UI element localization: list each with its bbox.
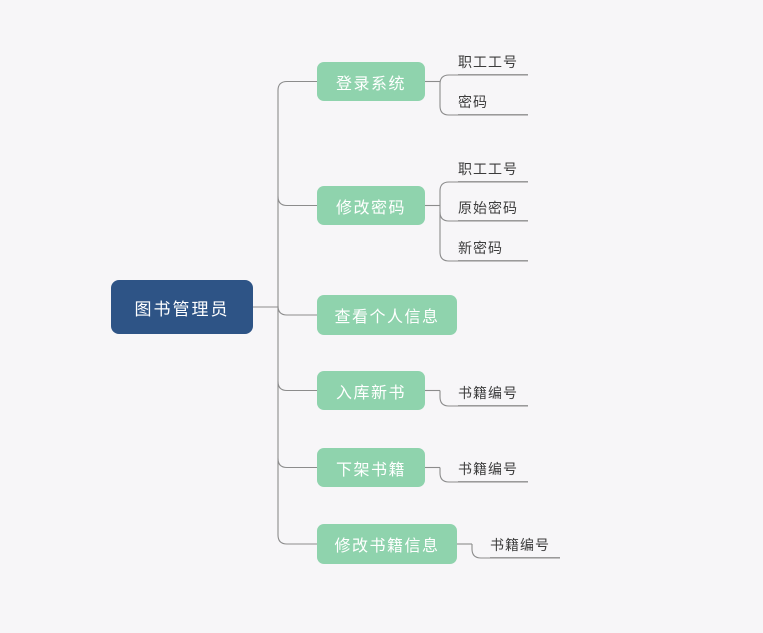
branch-connector-5 bbox=[277, 534, 317, 545]
leaf-node-1-0[interactable]: 职工工号 bbox=[458, 155, 528, 182]
leaf-node-0-1[interactable]: 密码 bbox=[458, 88, 528, 115]
leaf-node-5-0-label: 书籍编号 bbox=[490, 538, 550, 554]
branch-node-2-label: 查看个人信息 bbox=[334, 307, 440, 326]
leaf-node-1-1-label: 原始密码 bbox=[458, 201, 518, 217]
branch-node-3[interactable]: 入库新书 bbox=[317, 371, 425, 410]
leaf-node-1-0-label: 职工工号 bbox=[458, 162, 518, 178]
leaf-node-1-1[interactable]: 原始密码 bbox=[458, 194, 528, 221]
branch-node-5[interactable]: 修改书籍信息 bbox=[317, 524, 457, 564]
leaf-node-3-0-label: 书籍编号 bbox=[458, 386, 518, 402]
branch-node-4[interactable]: 下架书籍 bbox=[317, 448, 425, 487]
branch-connector-4 bbox=[277, 458, 317, 469]
leaf-node-0-0[interactable]: 职工工号 bbox=[458, 48, 528, 75]
branch-node-0[interactable]: 登录系统 bbox=[317, 62, 425, 101]
branch-node-3-label: 入库新书 bbox=[335, 382, 406, 402]
leaf-connector-1-0 bbox=[439, 181, 528, 192]
branch-connector-1 bbox=[277, 196, 317, 207]
branch-node-4-label: 下架书籍 bbox=[335, 459, 406, 479]
branch-node-1-label: 修改密码 bbox=[335, 197, 406, 217]
leaf-node-5-0[interactable]: 书籍编号 bbox=[490, 531, 560, 558]
leaf-node-4-0-label: 书籍编号 bbox=[458, 462, 518, 478]
leaf-connector-0-0 bbox=[439, 74, 528, 85]
leaf-node-4-0[interactable]: 书籍编号 bbox=[458, 455, 528, 482]
branch-node-1[interactable]: 修改密码 bbox=[317, 186, 425, 225]
leaf-node-1-2[interactable]: 新密码 bbox=[458, 234, 528, 261]
leaf-node-0-0-label: 职工工号 bbox=[458, 55, 518, 71]
leaf-node-1-2-label: 新密码 bbox=[458, 241, 503, 257]
branch-node-2[interactable]: 查看个人信息 bbox=[317, 295, 457, 335]
branch-connector-0 bbox=[277, 80, 317, 91]
leaf-node-0-1-label: 密码 bbox=[458, 95, 488, 111]
root-node[interactable]: 图书管理员 bbox=[111, 280, 253, 334]
branch-connector-3 bbox=[277, 381, 317, 392]
branch-connector-2 bbox=[277, 305, 317, 316]
branch-node-0-label: 登录系统 bbox=[335, 73, 406, 93]
branch-node-5-label: 修改书籍信息 bbox=[334, 536, 440, 555]
root-node-label: 图书管理员 bbox=[134, 299, 230, 320]
leaf-node-3-0[interactable]: 书籍编号 bbox=[458, 379, 528, 406]
